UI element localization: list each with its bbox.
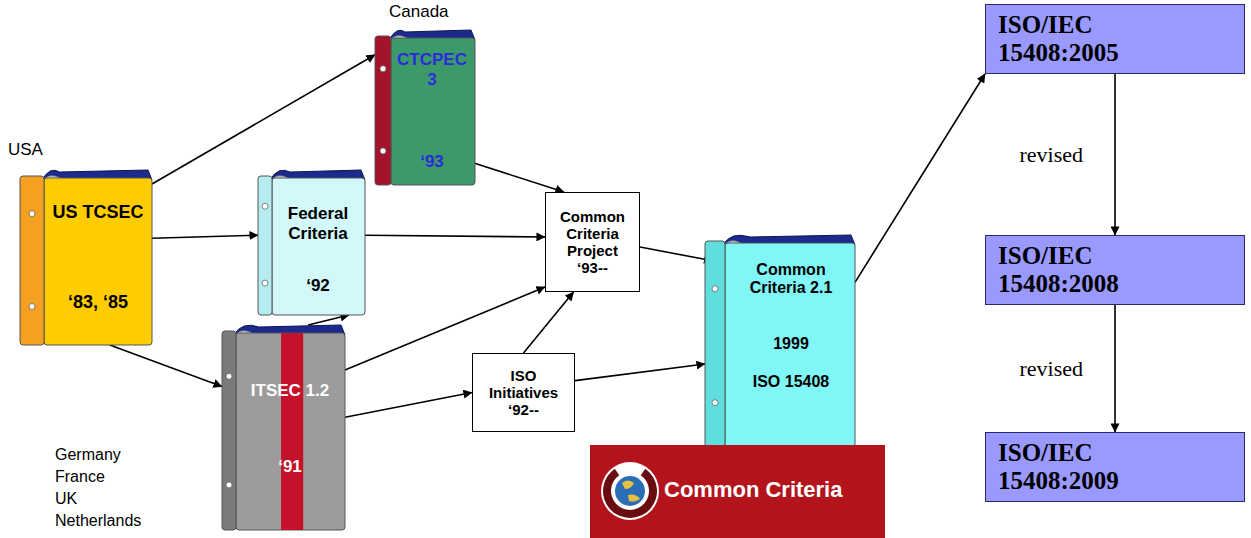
arrow-connector <box>855 74 985 282</box>
process-box: Common Criteria Project‘93-- <box>545 192 640 292</box>
standard-box: ISO/IEC 15408:2005 <box>985 4 1245 74</box>
binder-shape <box>222 325 345 530</box>
arrow-connector <box>1114 74 1116 235</box>
node-text: ISO/IEC 15408:2008 <box>998 242 1168 298</box>
arrow-connector <box>1114 305 1116 432</box>
country-label: Germany <box>55 446 121 464</box>
arrow-connector <box>308 315 349 325</box>
node-text: ‘83, ‘85 <box>48 292 148 313</box>
standard-box: ISO/IEC 15408:2009 <box>985 432 1245 502</box>
edge-label: revised <box>1017 142 1085 168</box>
country-label: Netherlands <box>55 512 141 530</box>
node-text: Federal Criteria <box>274 204 362 243</box>
node-text: Common Criteria 2.1 <box>745 261 837 298</box>
node-text: US TCSEC <box>48 202 148 223</box>
binder-node: Common Criteria 2.1 1999ISO 15408 <box>705 235 855 450</box>
standard-box: ISO/IEC 15408:2008 <box>985 235 1245 305</box>
logo-node: Common Criteria <box>590 445 885 538</box>
node-text: 1999 <box>735 335 847 353</box>
country-label: France <box>55 468 105 486</box>
node-text: ‘93 <box>395 152 469 172</box>
node-text: ISO/IEC 15408:2005 <box>998 11 1168 67</box>
binder-node: ITSEC 1.2 ‘91 <box>222 325 345 530</box>
arrow-connector <box>470 162 564 192</box>
arrow-connector <box>152 235 258 238</box>
arrow-connector <box>640 247 713 261</box>
node-text: CTCPEC 3 <box>395 50 469 89</box>
binder-shape <box>20 170 152 345</box>
node-text: ‘92-- <box>508 401 539 418</box>
node-text: ‘92 <box>274 276 362 296</box>
binder-node: CanadaCTCPEC 3‘93 <box>375 30 475 185</box>
binder-node: Federal Criteria ‘92 <box>258 170 365 315</box>
node-text: ‘93-- <box>577 259 608 276</box>
arrow-connector <box>345 393 472 418</box>
node-text: ‘91 <box>240 457 340 477</box>
edge-label: revised <box>1017 356 1085 382</box>
node-heading: USA <box>8 140 68 160</box>
node-text: ISO/IEC 15408:2009 <box>998 439 1168 495</box>
node-heading: Canada <box>389 2 469 22</box>
arrow-connector <box>365 235 545 237</box>
country-label: UK <box>55 490 77 508</box>
binder-node: USAUS TCSEC‘83, ‘85 <box>20 170 152 345</box>
process-box: ISO Initiatives‘92-- <box>472 353 575 432</box>
node-text: ITSEC 1.2 <box>240 381 340 401</box>
arrow-connector <box>575 364 705 381</box>
arrow-connector <box>152 55 375 184</box>
arrow-connector <box>110 345 222 387</box>
node-text: ISO 15408 <box>735 373 847 391</box>
node-text: Common Criteria Project <box>552 208 633 260</box>
arrow-connector <box>524 292 574 353</box>
node-text: Common Criteria <box>664 477 879 502</box>
node-text: ISO Initiatives <box>479 367 568 402</box>
